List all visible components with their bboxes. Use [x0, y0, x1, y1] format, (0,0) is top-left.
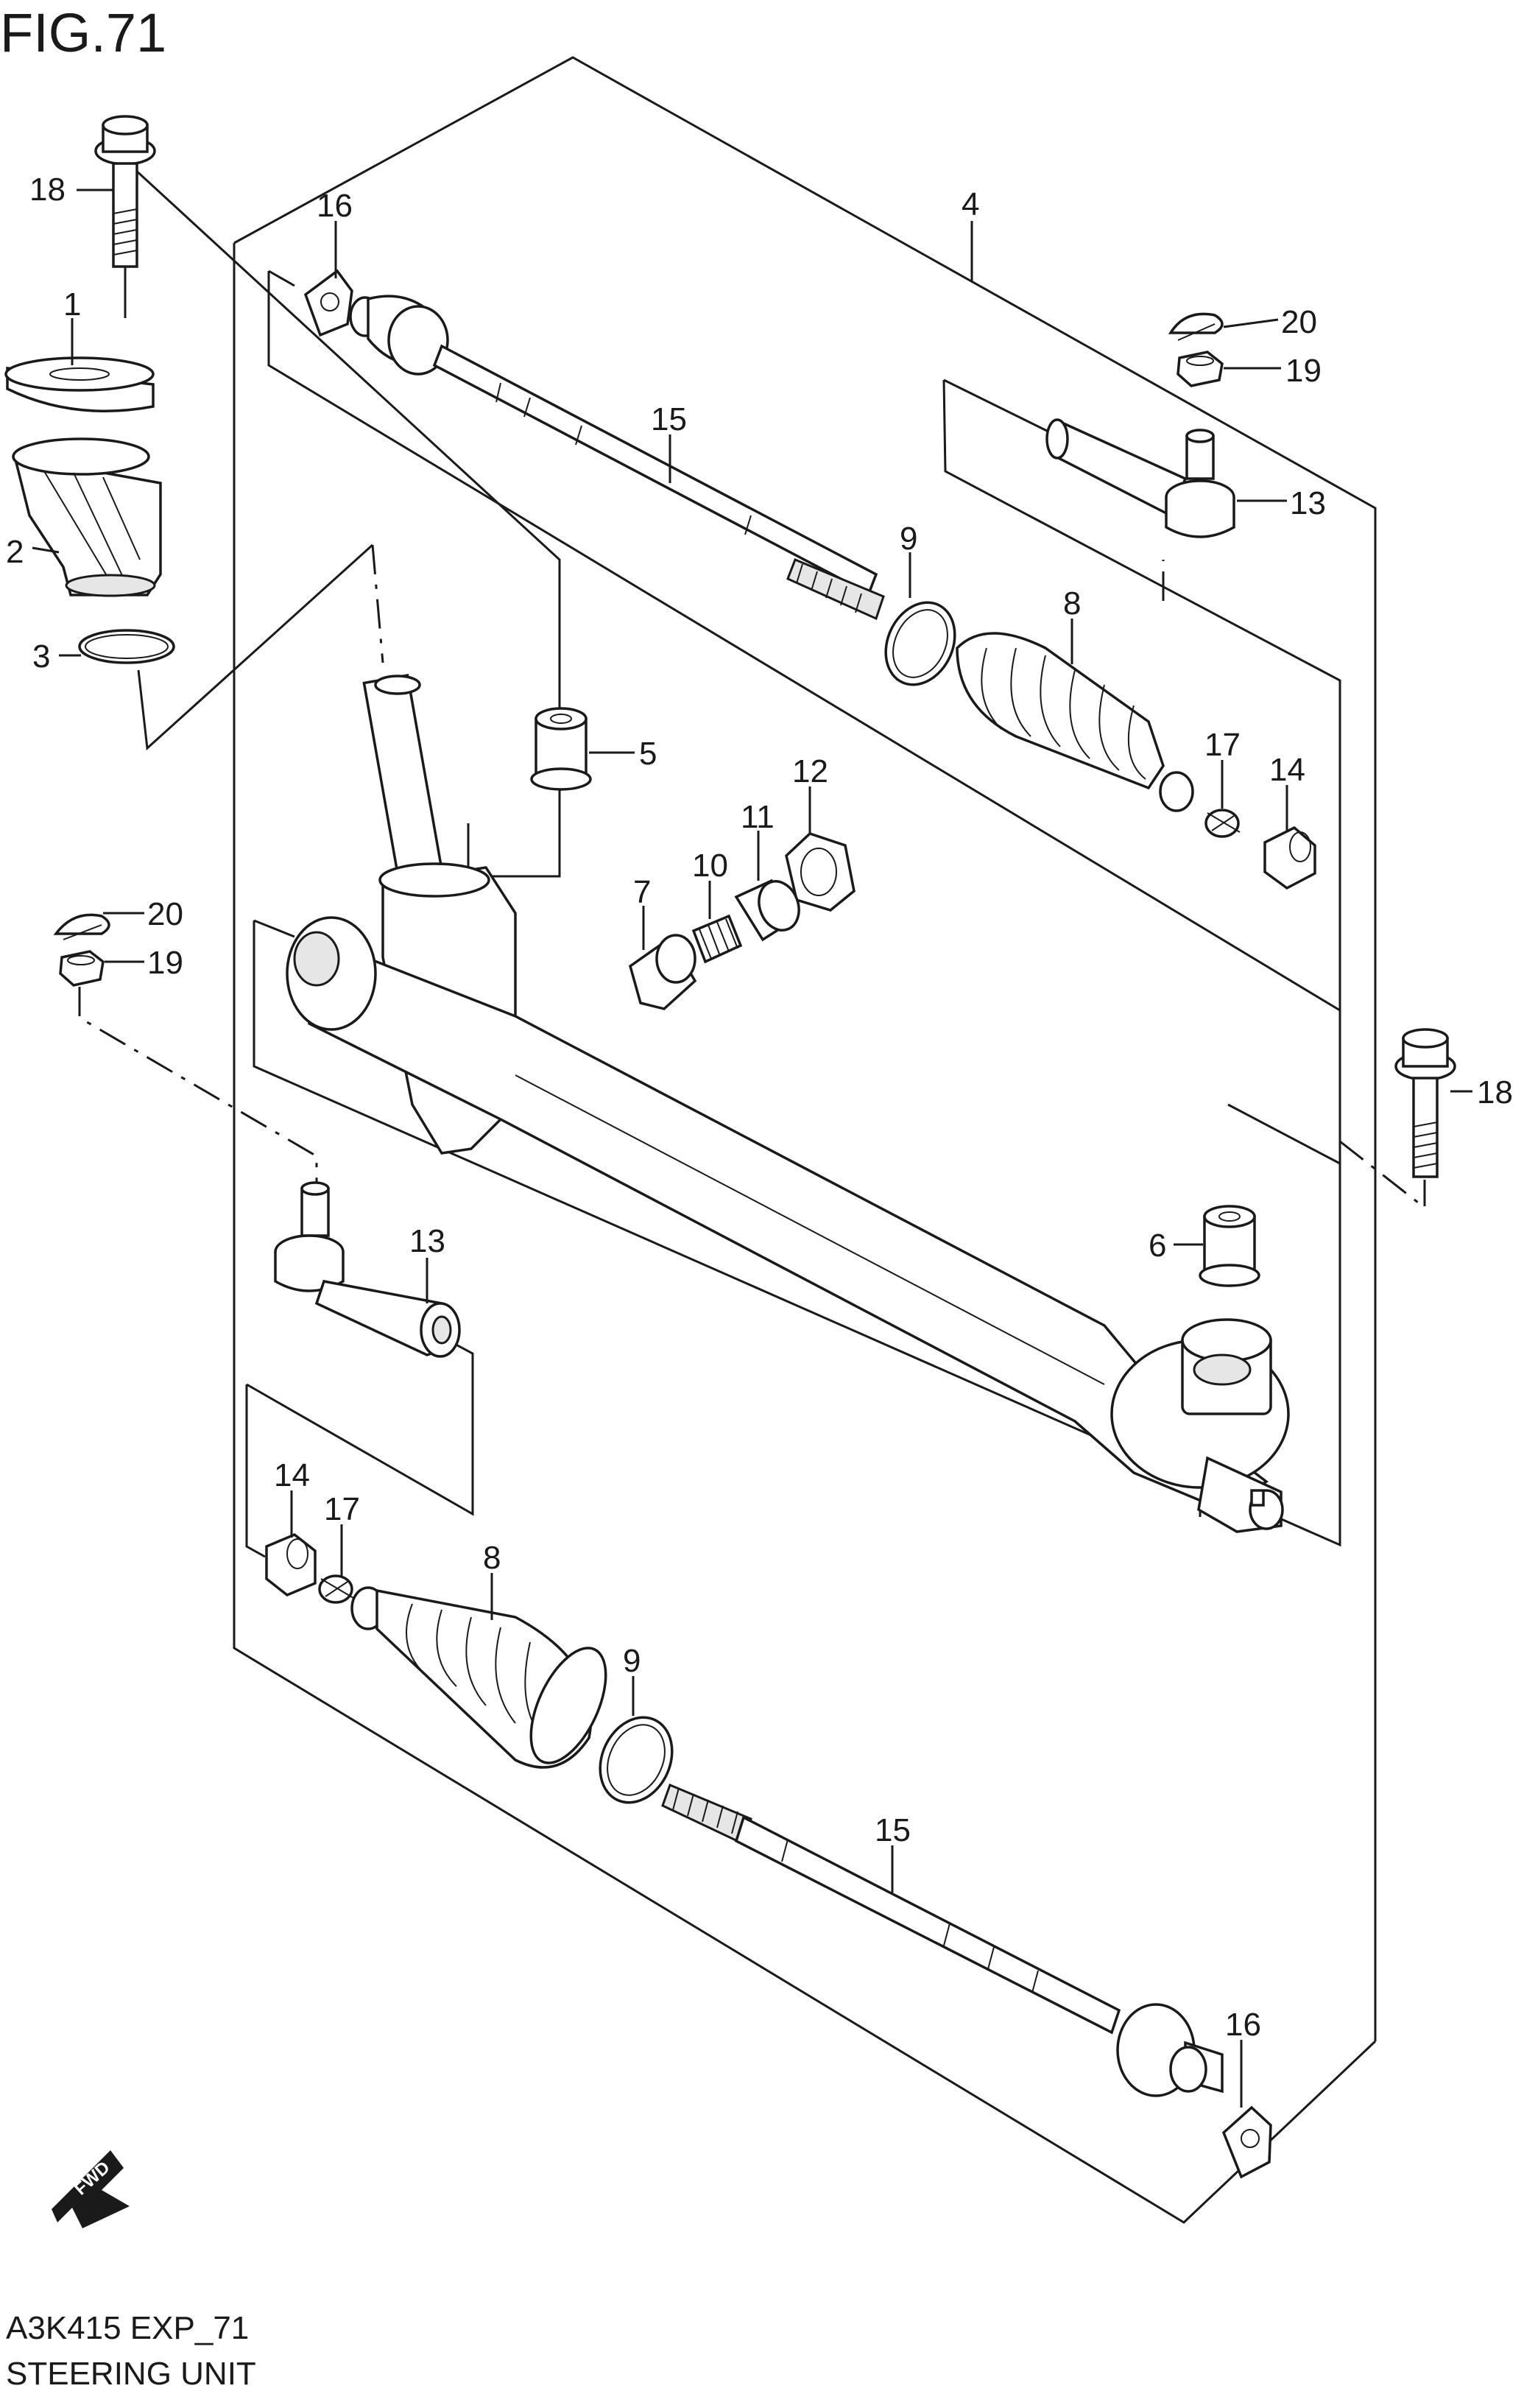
nut-19-top — [1176, 351, 1224, 387]
callout-leaders — [32, 189, 1472, 2108]
callout-15-lower: 15 — [875, 1812, 911, 1848]
steering-gear-housing — [286, 674, 1290, 1533]
callout-8-lower: 8 — [483, 1540, 501, 1576]
callout-9: 9 — [900, 521, 917, 557]
figure-name: STEERING UNIT — [6, 2356, 256, 2392]
callout-16-lower: 16 — [1225, 2007, 1261, 2043]
bolt-18-top — [94, 115, 156, 268]
callout-3: 3 — [32, 638, 50, 675]
callout-17-lower: 17 — [324, 1491, 360, 1527]
nut-14-lower — [265, 1532, 317, 1597]
callout-11: 11 — [741, 799, 775, 835]
nut-14-top — [1263, 825, 1316, 890]
clip-17-lower — [318, 1574, 354, 1604]
bushing-5 — [530, 707, 592, 791]
bolt-18-right — [1394, 1028, 1456, 1178]
o-ring-3 — [78, 629, 175, 664]
callout-6: 6 — [1149, 1228, 1166, 1264]
callout-17: 17 — [1204, 727, 1241, 763]
lock-washer-16-top — [303, 269, 353, 337]
callout-9-lower: 9 — [623, 1643, 641, 1679]
callout-18-right: 18 — [1477, 1074, 1513, 1110]
upper-tie-rod-box — [267, 270, 1341, 1013]
lock-washer-16-lower — [1221, 2105, 1272, 2179]
clip-17-top — [1204, 809, 1241, 838]
callout-19: 19 — [1285, 353, 1322, 389]
tie-rod-end-13-left — [274, 1181, 461, 1358]
callout-14: 14 — [1269, 752, 1305, 788]
clamp-9-lower — [599, 1716, 674, 1804]
bushing-6 — [1199, 1205, 1260, 1287]
callout-19-left: 19 — [147, 945, 183, 981]
bellows-8-lower — [350, 1586, 607, 1769]
callout-4: 4 — [962, 186, 979, 222]
callout-12: 12 — [792, 753, 828, 789]
clamp-9-top — [884, 601, 956, 686]
callout-8: 8 — [1063, 585, 1081, 622]
callout-13-left: 13 — [409, 1223, 445, 1259]
callout-10: 10 — [692, 848, 728, 884]
callout-20: 20 — [1281, 304, 1317, 340]
callout-7: 7 — [633, 874, 651, 910]
rack-guide-7 — [628, 934, 697, 1010]
callout-20-left: 20 — [147, 896, 183, 932]
fwd-arrow-icon: FWD — [52, 2150, 130, 2228]
callout-14-lower: 14 — [274, 1457, 310, 1493]
callout-15: 15 — [651, 401, 687, 437]
cotter-pin-20-left — [53, 913, 110, 940]
callout-2: 2 — [6, 534, 24, 570]
plug-11 — [734, 879, 800, 942]
boot-2 — [12, 437, 162, 597]
rack-housing-box — [253, 919, 1341, 1547]
tie-rod-end-13-top — [1045, 418, 1235, 538]
callout-13: 13 — [1290, 485, 1326, 521]
callout-5: 5 — [639, 736, 657, 772]
figure-code: A3K415 EXP_71 — [6, 2310, 249, 2346]
callout-1: 1 — [63, 286, 81, 323]
bellows-8-top — [956, 632, 1194, 812]
assembly-outline — [233, 56, 1377, 2224]
tie-rod-15-top — [349, 295, 885, 621]
callout-16: 16 — [317, 188, 353, 224]
figure-title: FIG.71 — [0, 2, 166, 63]
plate-1 — [4, 356, 155, 412]
nut-19-left — [59, 950, 105, 987]
spring-10 — [691, 914, 743, 964]
cotter-pin-20-top — [1168, 312, 1224, 341]
tie-rod-15-lower — [661, 1784, 1224, 2097]
callout-18: 18 — [29, 172, 66, 208]
callout-labels: 18 1 2 3 16 4 15 20 19 13 9 8 5 12 11 10… — [6, 172, 1513, 2043]
pinion-seal-box — [124, 158, 561, 878]
